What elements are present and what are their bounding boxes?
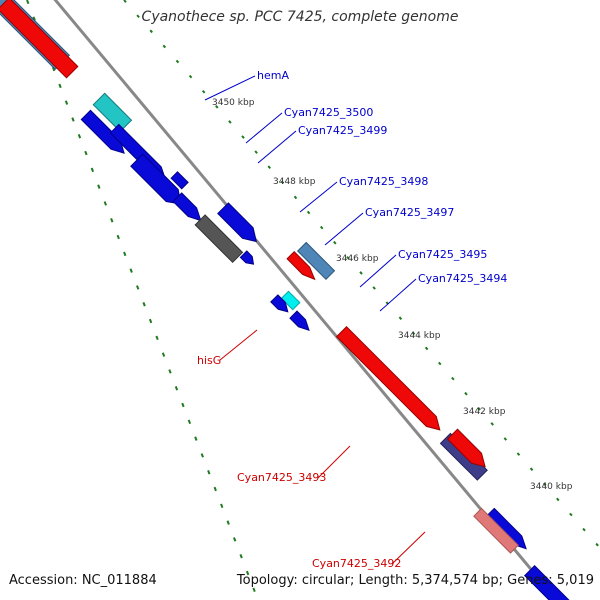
- gene-label: hemA: [257, 69, 289, 82]
- gene-leader-line: [324, 212, 364, 246]
- genome-summary-text: Topology: circular; Length: 5,374,574 bp…: [236, 573, 594, 588]
- scale-label: 3442 kbp: [463, 407, 506, 417]
- gene-hema-blue: [80, 109, 125, 154]
- gene-label: Cyan7425_3495: [398, 248, 487, 261]
- gene-label: Cyan7425_3498: [339, 175, 428, 188]
- scale-label: 3448 kbp: [273, 177, 316, 187]
- gene-3496-blue: [239, 250, 255, 265]
- gene-bottom-edge-blue: [523, 564, 570, 600]
- gene-3494-blue: [289, 310, 310, 331]
- gene-label: hisG: [197, 354, 221, 367]
- gene-3497-blue: [217, 202, 257, 243]
- gene-3493-red: [335, 325, 441, 431]
- gene-label: Cyan7425_3500: [284, 106, 373, 119]
- gene-leader-line: [379, 278, 417, 312]
- genome-backbone: [53, 0, 559, 600]
- map-title: Cyanothece sp. PCC 7425, complete genome: [141, 9, 459, 25]
- gene-leader-line: [391, 531, 426, 565]
- gene-label: Cyan7425_3499: [298, 124, 387, 137]
- gene-leader-line: [299, 181, 338, 213]
- gene-3492-purple: [439, 432, 488, 481]
- gene-hisg-red: [286, 250, 316, 281]
- gene-leader-line: [257, 130, 297, 164]
- gene-label: Cyan7425_3497: [365, 206, 454, 219]
- scale-label: 3446 kbp: [336, 254, 379, 264]
- gene-leader-line: [219, 329, 258, 361]
- scale-label: 3450 kbp: [212, 98, 255, 108]
- accession-text: Accession: NC_011884: [9, 573, 157, 588]
- tick-track-2: [123, 0, 600, 549]
- gene-leader-line: [204, 75, 256, 101]
- gene-leader-line: [245, 112, 283, 144]
- gene-leader-line: [359, 254, 397, 288]
- gene-label: Cyan7425_3494: [418, 272, 507, 285]
- gene-label: Cyan7425_3492: [312, 557, 401, 570]
- gene-3492-red: [446, 428, 486, 468]
- gene-red-topleft: [0, 0, 79, 79]
- scale-label: 3440 kbp: [530, 482, 573, 492]
- gene-hisg-steel: [296, 241, 336, 281]
- gene-3497-gray: [194, 214, 244, 264]
- gene-leader-line: [317, 445, 351, 479]
- gene-bottom-pink: [473, 507, 520, 554]
- gene-3495-blue: [270, 294, 289, 313]
- gene-3495-cyan: [280, 290, 301, 311]
- tick-track-1: [26, 0, 259, 600]
- gene-3498-blue: [172, 192, 202, 222]
- gene-label: Cyan7425_3493: [237, 471, 326, 484]
- gene-small-blue: [170, 171, 189, 190]
- gene-cyan-top: [92, 92, 133, 133]
- scale-label: 3444 kbp: [398, 331, 441, 341]
